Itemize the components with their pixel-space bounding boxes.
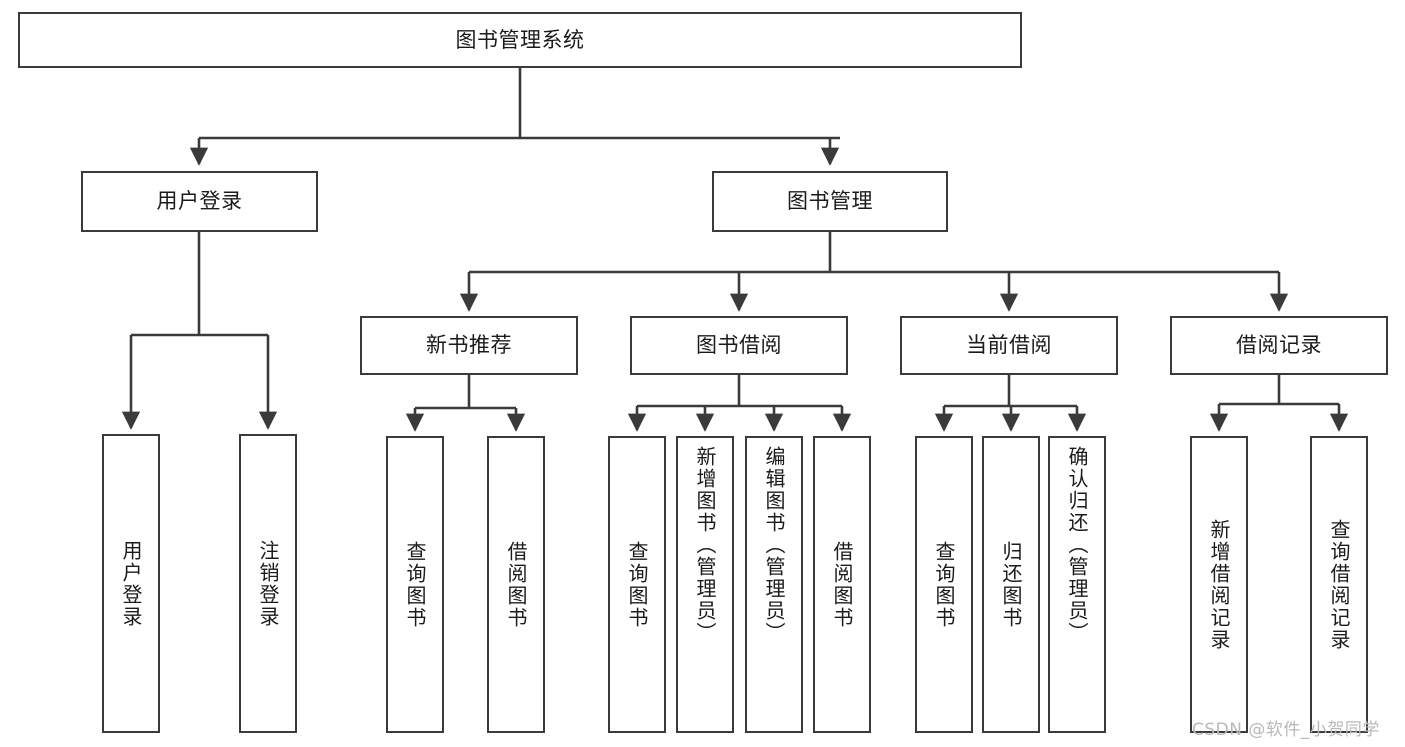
- leaf-add-book-admin-label: 新增图书（管理员）: [693, 446, 717, 644]
- leaf-return-book-label: 归还图书: [999, 540, 1023, 629]
- leaf-edit-book-admin-label: 编辑图书（管理员）: [762, 446, 786, 644]
- watermark-text: CSDN @软件_小贺同学: [1192, 720, 1380, 740]
- leaf-borrow-book-borrow-label: 借阅图书: [830, 540, 854, 629]
- node-new-book-recommend[interactable]: 新书推荐: [360, 316, 578, 375]
- leaf-query-book-borrow-label: 查询图书: [625, 540, 649, 629]
- leaf-borrow-book-recommend-label: 借阅图书: [504, 540, 528, 629]
- leaf-add-book-admin[interactable]: 新增图书（管理员）: [676, 436, 734, 733]
- node-book-management[interactable]: 图书管理: [712, 171, 948, 232]
- leaf-query-book-recommend[interactable]: 查询图书: [386, 436, 444, 733]
- node-book-management-label: 图书管理: [787, 189, 873, 214]
- leaf-query-book-recommend-label: 查询图书: [403, 540, 427, 629]
- node-user-login-label: 用户登录: [156, 189, 243, 214]
- leaf-user-login-label: 用户登录: [119, 539, 143, 628]
- node-book-borrow[interactable]: 图书借阅: [630, 316, 848, 375]
- leaf-confirm-return-admin[interactable]: 确认归还（管理员）: [1048, 436, 1106, 733]
- leaf-add-borrow-record-label: 新增借阅记录: [1207, 518, 1231, 651]
- leaf-query-borrow-record-label: 查询借阅记录: [1327, 518, 1351, 651]
- leaf-edit-book-admin[interactable]: 编辑图书（管理员）: [745, 436, 803, 733]
- node-root[interactable]: 图书管理系统: [18, 12, 1022, 68]
- leaf-return-book[interactable]: 归还图书: [982, 436, 1040, 733]
- node-user-login[interactable]: 用户登录: [81, 171, 318, 232]
- leaf-confirm-return-admin-label: 确认归还（管理员）: [1065, 446, 1089, 644]
- node-book-borrow-label: 图书借阅: [696, 333, 782, 358]
- node-current-borrow[interactable]: 当前借阅: [900, 316, 1118, 375]
- leaf-user-login[interactable]: 用户登录: [102, 434, 160, 733]
- node-root-label: 图书管理系统: [455, 27, 585, 52]
- node-borrow-records-label: 借阅记录: [1236, 333, 1322, 358]
- leaf-borrow-book-recommend[interactable]: 借阅图书: [487, 436, 545, 733]
- node-borrow-records[interactable]: 借阅记录: [1170, 316, 1388, 375]
- leaf-query-book-current-label: 查询图书: [932, 540, 956, 629]
- node-new-book-recommend-label: 新书推荐: [426, 333, 512, 358]
- leaf-add-borrow-record[interactable]: 新增借阅记录: [1190, 436, 1248, 733]
- leaf-borrow-book-borrow[interactable]: 借阅图书: [813, 436, 871, 733]
- leaf-logout[interactable]: 注销登录: [239, 434, 297, 733]
- leaf-query-book-borrow[interactable]: 查询图书: [608, 436, 666, 733]
- node-current-borrow-label: 当前借阅: [966, 333, 1052, 358]
- leaf-query-borrow-record[interactable]: 查询借阅记录: [1310, 436, 1368, 733]
- leaf-query-book-current[interactable]: 查询图书: [915, 436, 973, 733]
- leaf-logout-label: 注销登录: [256, 539, 280, 628]
